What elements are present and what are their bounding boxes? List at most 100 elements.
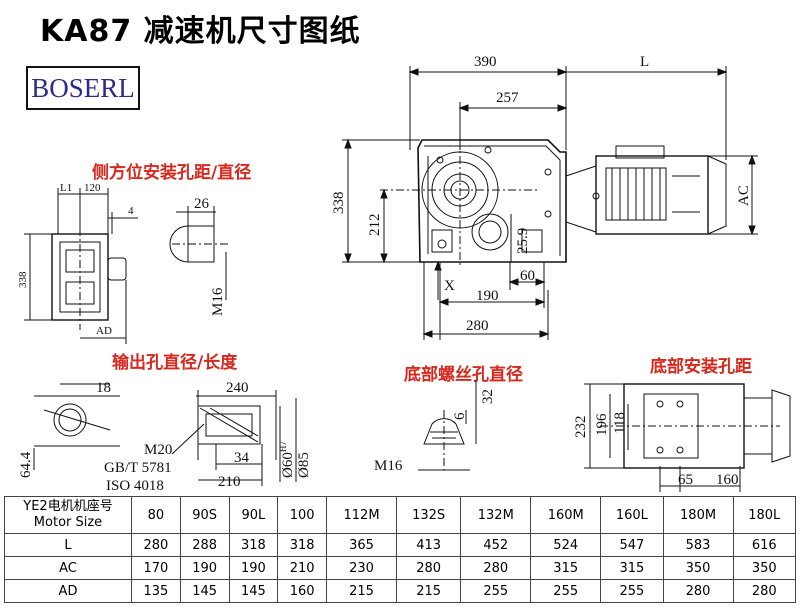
row-label: AC xyxy=(4,556,132,580)
table-cell: 215 xyxy=(395,579,462,603)
table-cell: 583 xyxy=(662,533,734,557)
dim-210: 210 xyxy=(218,474,241,490)
table-cell: 365 xyxy=(326,533,397,557)
label-bottom-thread: 底部螺丝孔直径 xyxy=(404,365,523,385)
table-cell: 616 xyxy=(732,533,797,557)
dim-257: 257 xyxy=(496,90,519,106)
dim-390: 390 xyxy=(474,54,497,70)
dim-AC: AC xyxy=(736,185,752,206)
dim-4: 4 xyxy=(128,205,134,217)
size-cell: 112M xyxy=(326,496,397,534)
table-cell: 255 xyxy=(600,579,664,603)
table-cell: 280 xyxy=(395,556,462,580)
table-cell: 210 xyxy=(277,556,328,580)
dim-212: 212 xyxy=(367,214,383,237)
table-cell: 413 xyxy=(395,533,462,557)
table-cell: 280 xyxy=(131,533,181,557)
main-front-view xyxy=(342,66,758,340)
label-side-holes: 侧方位安装孔距/直径 xyxy=(92,163,252,183)
label-bottom-holes: 底部安装孔距 xyxy=(650,357,752,377)
table-cell: 215 xyxy=(326,579,397,603)
dim-25-9: 25.9 xyxy=(515,228,531,254)
table-header-cell: YE2电机机座号 Motor Size xyxy=(4,496,132,534)
table-cell: 230 xyxy=(326,556,397,580)
dim-85: Ø85 xyxy=(296,452,312,478)
table-cell: 318 xyxy=(277,533,328,557)
size-cell: 180L xyxy=(732,496,797,534)
table-cell: 524 xyxy=(530,533,602,557)
table-cell: 190 xyxy=(179,556,230,580)
dim-26: 26 xyxy=(194,196,210,212)
dim-120: 120 xyxy=(84,182,101,194)
table-cell: 190 xyxy=(228,556,279,580)
page-title: KA87 减速机尺寸图纸 xyxy=(40,14,361,49)
table-cell: 350 xyxy=(662,556,734,580)
dim-240: 240 xyxy=(226,380,249,396)
row-label: AD xyxy=(4,579,132,603)
table-cell: 280 xyxy=(460,556,532,580)
size-cell: 90S xyxy=(179,496,230,534)
size-cell: 100 xyxy=(277,496,328,534)
table-cell: 145 xyxy=(179,579,230,603)
table-cell: 315 xyxy=(600,556,664,580)
table-row-AC: AC 170 190 190 210 230 280 280 315 315 3… xyxy=(4,556,797,580)
table-header-row: YE2电机机座号 Motor Size 80 90S 90L 100 112M … xyxy=(4,496,797,534)
size-cell: 132M xyxy=(460,496,532,534)
thread-detail xyxy=(418,380,477,471)
dim-64-4: 64.4 xyxy=(18,451,34,478)
hole-detail xyxy=(169,206,230,300)
brand-logo: BOSERL xyxy=(26,66,140,110)
dim-118: 118 xyxy=(612,412,628,434)
bottom-view xyxy=(584,383,791,492)
dim-32: 32 xyxy=(480,389,496,404)
size-cell: 132S xyxy=(395,496,462,534)
table-cell: 547 xyxy=(600,533,664,557)
size-cell: 160M xyxy=(530,496,602,534)
std-iso: ISO 4018 xyxy=(106,478,164,494)
table-cell: 315 xyxy=(530,556,602,580)
size-cell: 90L xyxy=(228,496,279,534)
dim-232: 232 xyxy=(573,416,589,439)
size-cell: 180M xyxy=(662,496,734,534)
dim-18: 18 xyxy=(96,380,111,396)
table-cell: 350 xyxy=(732,556,797,580)
dim-60-h7: Ø60H7 xyxy=(278,441,296,478)
table-cell: 318 xyxy=(228,533,279,557)
table-cell: 145 xyxy=(228,579,279,603)
table-cell: 280 xyxy=(732,579,797,603)
dim-196: 196 xyxy=(594,413,610,436)
table-cell: 255 xyxy=(530,579,602,603)
std-gbt: GB/T 5781 xyxy=(104,460,172,476)
dim-160: 160 xyxy=(716,472,739,488)
dim-280: 280 xyxy=(466,318,489,334)
size-cell: 80 xyxy=(131,496,181,534)
row-label: L xyxy=(4,533,132,557)
dim-34: 34 xyxy=(234,450,250,466)
dim-6: 6 xyxy=(452,412,468,420)
dim-190: 190 xyxy=(476,288,499,304)
output-hole-section xyxy=(171,390,297,486)
side-view xyxy=(24,188,138,344)
table-cell: 280 xyxy=(662,579,734,603)
table-row-L: L 280 288 318 318 365 413 452 524 547 58… xyxy=(4,533,797,557)
motor-size-table: YE2电机机座号 Motor Size 80 90S 90L 100 112M … xyxy=(4,496,797,603)
table-cell: 255 xyxy=(460,579,532,603)
dim-L: L xyxy=(640,54,649,70)
table-row-AD: AD 135 145 145 160 215 215 255 255 255 2… xyxy=(4,579,797,603)
table-cell: 135 xyxy=(131,579,181,603)
table-cell: 170 xyxy=(131,556,181,580)
dim-M16-key: M16 xyxy=(210,287,226,316)
dim-65: 65 xyxy=(678,472,693,488)
size-cell: 160L xyxy=(600,496,664,534)
technical-drawing: 390 L 257 338 212 AC 25.9 60 190 280 X L… xyxy=(17,54,791,494)
dim-M16-thread: M16 xyxy=(374,458,403,474)
table-cell: 160 xyxy=(277,579,328,603)
label-output-hole: 输出孔直径/长度 xyxy=(112,353,238,373)
table-cell: 288 xyxy=(179,533,230,557)
dim-L1: L1 xyxy=(60,182,72,194)
table-cell: 452 xyxy=(460,533,532,557)
output-shaft-end xyxy=(33,383,120,470)
dim-338-side: 338 xyxy=(17,271,29,288)
dim-60-main: 60 xyxy=(520,268,535,284)
std-m20: M20 xyxy=(144,442,172,458)
